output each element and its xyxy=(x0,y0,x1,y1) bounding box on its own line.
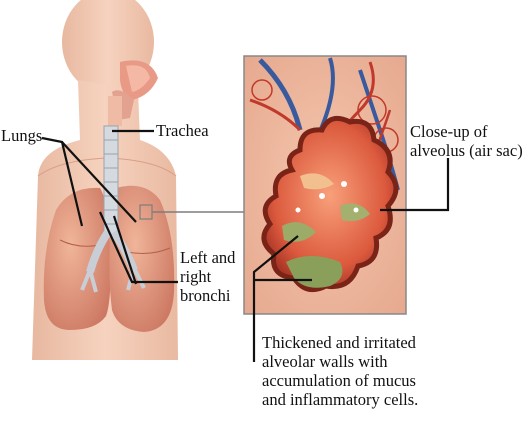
leader-lines xyxy=(41,129,450,362)
airway-head xyxy=(108,60,158,126)
walls-label: Thickened and irritated alveolar walls w… xyxy=(262,333,418,409)
closeup-label: Close-up of alveolus (air sac) xyxy=(410,122,523,160)
walls-leader-1 xyxy=(252,235,299,362)
alveolus-closeup-panel xyxy=(243,55,407,315)
lungs-graphic xyxy=(43,185,175,332)
walls-label-line-1: Thickened and irritated xyxy=(262,333,416,352)
bronchi-label: Left and right bronchi xyxy=(180,248,235,305)
closeup-label-line-2: alveolus (air sac) xyxy=(410,141,523,160)
walls-label-line-3: accumulation of mucus xyxy=(262,371,416,390)
walls-label-line-4: and inflammatory cells. xyxy=(262,390,419,409)
bronchi-label-line-3: bronchi xyxy=(180,286,231,305)
bronchi-label-line-2: right xyxy=(180,267,212,286)
closeup-label-line-1: Close-up of xyxy=(410,122,488,141)
bronchi-leader-1 xyxy=(98,211,178,284)
closeup-leader xyxy=(380,158,450,212)
bronchi-leader-2 xyxy=(112,215,138,285)
walls-label-line-2: alveolar walls with xyxy=(262,352,388,371)
trachea-label: Trachea xyxy=(156,121,209,140)
lungs-leader-2 xyxy=(61,141,137,223)
trachea-graphic xyxy=(80,125,146,293)
lungs-label: Lungs xyxy=(1,126,43,145)
bronchi-label-line-1: Left and xyxy=(180,248,236,267)
